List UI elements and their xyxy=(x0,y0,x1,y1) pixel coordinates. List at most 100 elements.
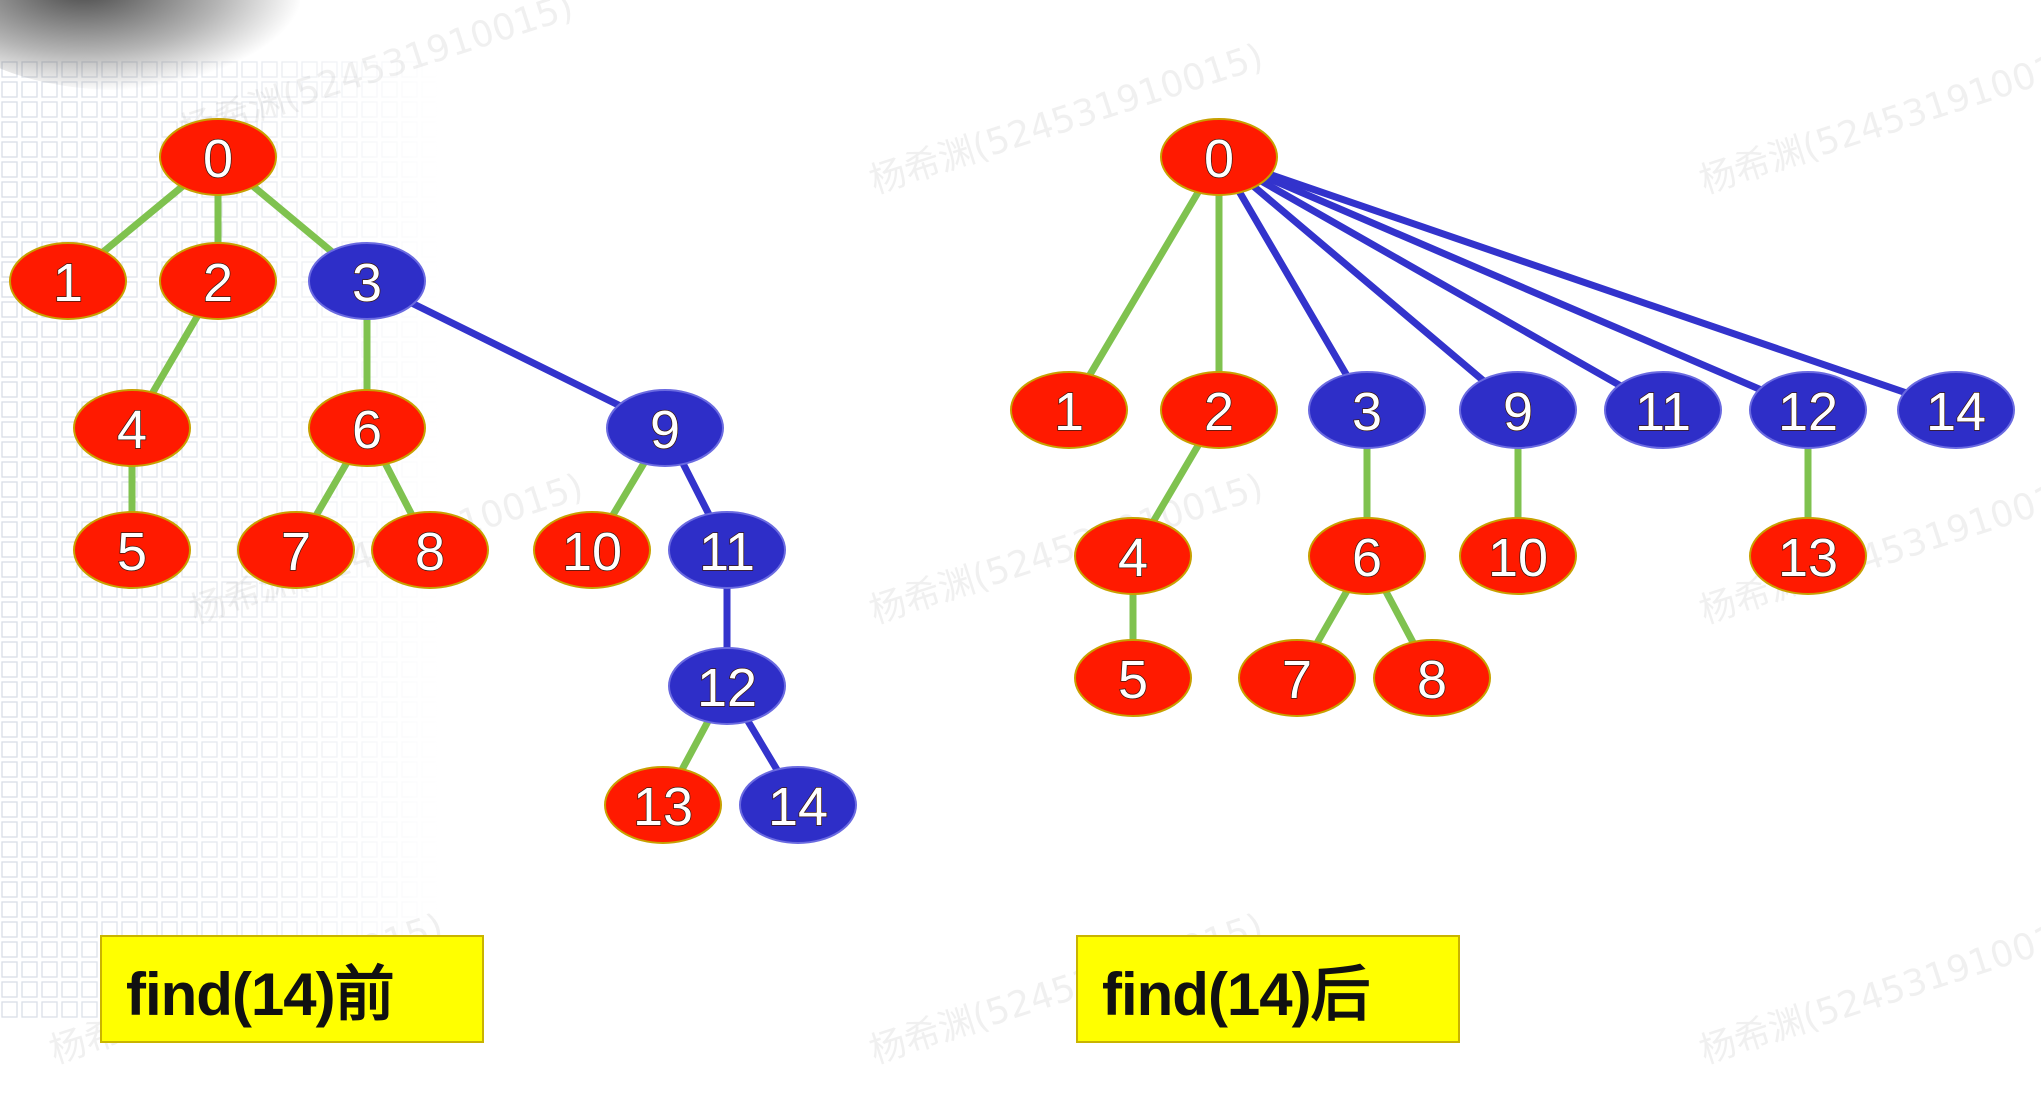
before-node-7: 7 xyxy=(237,511,355,589)
before-node-2: 2 xyxy=(159,242,277,320)
before-node-9-label: 9 xyxy=(650,400,680,460)
after-node-7: 7 xyxy=(1238,639,1356,717)
after-node-0-ellipse xyxy=(1160,118,1278,196)
after-node-8-ellipse xyxy=(1373,639,1491,717)
after-node-9: 9 xyxy=(1459,371,1577,449)
after-node-1-label: 1 xyxy=(1054,382,1084,442)
before-node-8-ellipse xyxy=(371,511,489,589)
before-node-0: 0 xyxy=(159,118,277,196)
before-node-5-label: 5 xyxy=(117,522,147,582)
after-node-13-label: 13 xyxy=(1778,528,1838,588)
after-node-8-label: 8 xyxy=(1417,650,1447,710)
before-node-6: 6 xyxy=(308,389,426,467)
after-node-14: 14 xyxy=(1897,371,2015,449)
after-node-5: 5 xyxy=(1074,639,1192,717)
before-node-14: 14 xyxy=(739,766,857,844)
after-node-8: 8 xyxy=(1373,639,1491,717)
before-node-9: 9 xyxy=(606,389,724,467)
before-node-6-ellipse xyxy=(308,389,426,467)
before-node-0-label: 0 xyxy=(203,129,233,189)
caption-before-label: find(14)前 xyxy=(126,960,395,1028)
before-node-10-label: 10 xyxy=(562,522,622,582)
before-node-13: 13 xyxy=(604,766,722,844)
after-node-14-label: 14 xyxy=(1926,382,1986,442)
after-node-14-ellipse xyxy=(1897,371,2015,449)
after-node-6-ellipse xyxy=(1308,517,1426,595)
after-node-7-ellipse xyxy=(1238,639,1356,717)
before-node-3-ellipse xyxy=(308,242,426,320)
after-node-4-label: 4 xyxy=(1118,528,1148,588)
after-node-12-label: 12 xyxy=(1778,382,1838,442)
after-node-12-ellipse xyxy=(1749,371,1867,449)
after-edge-0-14 xyxy=(1215,153,1960,414)
before-node-12-label: 12 xyxy=(697,658,757,718)
after-node-2: 2 xyxy=(1160,371,1278,449)
caption-after-label: find(14)后 xyxy=(1102,960,1371,1028)
before-node-7-label: 7 xyxy=(281,522,311,582)
before-node-11-ellipse xyxy=(668,511,786,589)
before-node-9-ellipse xyxy=(606,389,724,467)
after-node-11-ellipse xyxy=(1604,371,1722,449)
after-node-9-label: 9 xyxy=(1503,382,1533,442)
after-edge-0-3 xyxy=(1215,153,1371,414)
before-node-12-ellipse xyxy=(668,647,786,725)
after-node-10-label: 10 xyxy=(1488,528,1548,588)
before-node-1-ellipse xyxy=(9,242,127,320)
after-edge-0-11 xyxy=(1215,153,1667,414)
before-node-10-ellipse xyxy=(533,511,651,589)
after-node-0-label: 0 xyxy=(1204,129,1234,189)
after-node-2-ellipse xyxy=(1160,371,1278,449)
after-node-6-label: 6 xyxy=(1352,528,1382,588)
before-node-5: 5 xyxy=(73,511,191,589)
after-node-13-ellipse xyxy=(1749,517,1867,595)
before-node-8-label: 8 xyxy=(415,522,445,582)
before-node-13-label: 13 xyxy=(633,777,693,837)
after-node-4-ellipse xyxy=(1074,517,1192,595)
before-node-3-label: 3 xyxy=(352,253,382,313)
caption-before-box: find(14)前 xyxy=(100,935,484,1043)
after-edge-0-1 xyxy=(1065,153,1223,414)
after-node-7-label: 7 xyxy=(1282,650,1312,710)
after-node-1-ellipse xyxy=(1010,371,1128,449)
after-edge-0-12 xyxy=(1215,153,1812,414)
before-node-14-label: 14 xyxy=(768,777,828,837)
before-node-2-label: 2 xyxy=(203,253,233,313)
before-node-4-ellipse xyxy=(73,389,191,467)
after-node-5-label: 5 xyxy=(1118,650,1148,710)
caption-after-box: find(14)后 xyxy=(1076,935,1460,1043)
after-node-3-label: 3 xyxy=(1352,382,1382,442)
after-node-11: 11 xyxy=(1604,371,1722,449)
after-node-9-ellipse xyxy=(1459,371,1577,449)
before-node-1-label: 1 xyxy=(53,253,83,313)
after-node-11-label: 11 xyxy=(1635,382,1691,442)
before-node-14-ellipse xyxy=(739,766,857,844)
before-node-12: 12 xyxy=(668,647,786,725)
before-node-2-ellipse xyxy=(159,242,277,320)
after-node-10: 10 xyxy=(1459,517,1577,595)
after-node-13: 13 xyxy=(1749,517,1867,595)
after-node-0: 0 xyxy=(1160,118,1278,196)
before-node-10: 10 xyxy=(533,511,651,589)
after-node-1: 1 xyxy=(1010,371,1128,449)
before-node-7-ellipse xyxy=(237,511,355,589)
before-node-5-ellipse xyxy=(73,511,191,589)
before-edge-3-9 xyxy=(363,277,669,432)
before-node-11: 11 xyxy=(668,511,786,589)
before-node-8: 8 xyxy=(371,511,489,589)
before-node-4: 4 xyxy=(73,389,191,467)
before-node-6-label: 6 xyxy=(352,400,382,460)
after-node-5-ellipse xyxy=(1074,639,1192,717)
after-edge-0-9 xyxy=(1215,153,1522,414)
after-node-6: 6 xyxy=(1308,517,1426,595)
after-node-4: 4 xyxy=(1074,517,1192,595)
after-node-2-label: 2 xyxy=(1204,382,1234,442)
before-node-11-label: 11 xyxy=(699,522,755,582)
after-node-12: 12 xyxy=(1749,371,1867,449)
after-node-3: 3 xyxy=(1308,371,1426,449)
after-node-3-ellipse xyxy=(1308,371,1426,449)
before-node-0-ellipse xyxy=(159,118,277,196)
before-node-13-ellipse xyxy=(604,766,722,844)
